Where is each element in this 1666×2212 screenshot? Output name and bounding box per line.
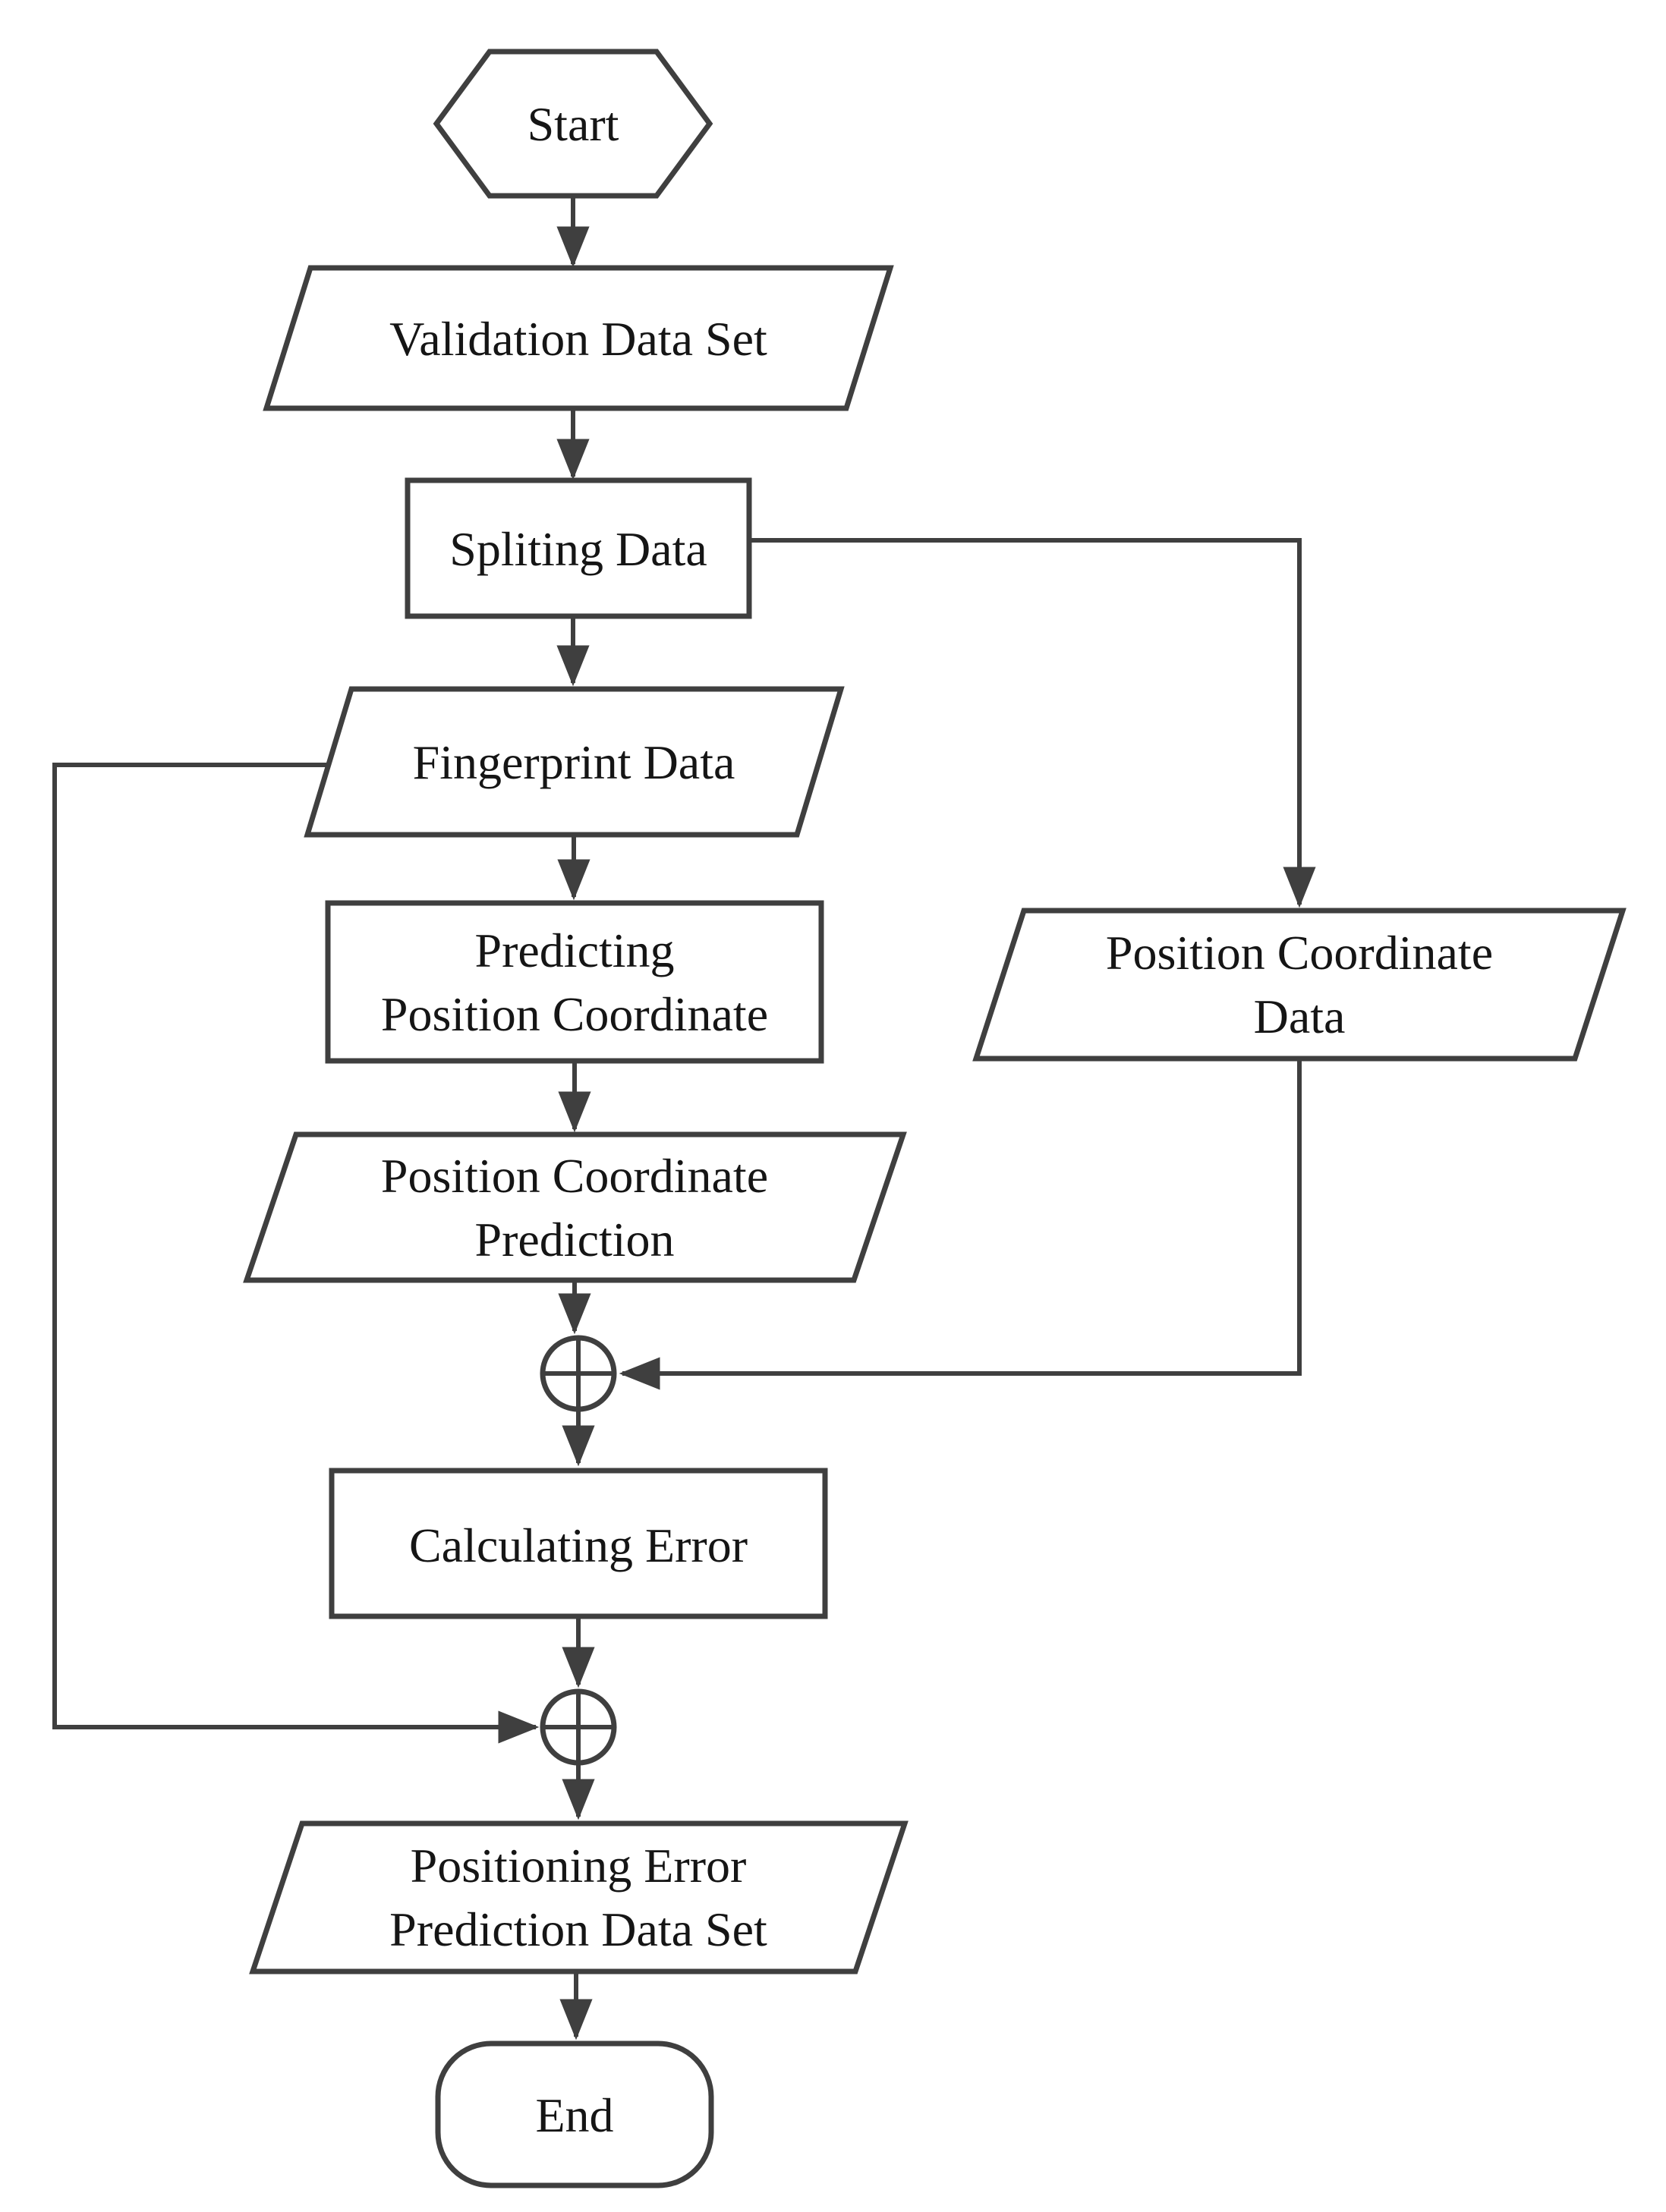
predicting-label-line2: Position Coordinate (381, 987, 768, 1041)
node-start: Start (433, 49, 713, 199)
validation-parallelogram-shape (263, 265, 894, 411)
positioning-error-parallelogram-shape (249, 1820, 909, 1974)
end-terminator-shape (435, 2041, 714, 2188)
node-position-coordinate-prediction: Position Coordinate Prediction (243, 1131, 907, 1283)
start-label: Start (528, 97, 619, 151)
edges (52, 196, 1316, 2041)
edge-spliting-to-position-coordinate-data (749, 538, 1316, 908)
spliting-label: Spliting Data (449, 522, 707, 576)
predicting-rectangle-shape (325, 900, 824, 1064)
edge-position-coordinate-data-to-junction1 (619, 1059, 1302, 1390)
circle-plus-junction-2-icon (540, 1688, 617, 1766)
prediction-parallelogram-shape (243, 1131, 907, 1283)
position-coordinate-data-label-line1: Position Coordinate (1106, 926, 1493, 980)
node-fingerprint-data: Fingerprint Data (304, 686, 845, 838)
validation-label: Validation Data Set (389, 312, 767, 366)
fingerprint-label: Fingerprint Data (413, 735, 735, 789)
prediction-label-line1: Position Coordinate (381, 1149, 768, 1203)
node-positioning-error-prediction-data-set: Positioning Error Prediction Data Set (249, 1820, 909, 1974)
calculating-error-label: Calculating Error (409, 1518, 748, 1572)
circle-plus-junction-1-icon (540, 1335, 617, 1412)
prediction-label-line2: Prediction (474, 1213, 674, 1266)
node-validation-data-set: Validation Data Set (263, 265, 894, 411)
node-position-coordinate-data: Position Coordinate Data (972, 908, 1627, 1062)
node-spliting-data: Spliting Data (405, 477, 752, 619)
end-label: End (535, 2088, 613, 2142)
position-coordinate-data-label-line2: Data (1254, 990, 1346, 1043)
fingerprint-parallelogram-shape (304, 686, 845, 838)
edge-fingerprint-feedback-to-junction2 (52, 763, 540, 1744)
position-coordinate-data-parallelogram-shape (972, 908, 1627, 1062)
node-predicting-position-coordinate: Predicting Position Coordinate (325, 900, 824, 1064)
start-hexagon-shape (433, 49, 713, 199)
predicting-label-line1: Predicting (474, 924, 674, 977)
spliting-rectangle-shape (405, 477, 752, 619)
node-calculating-error: Calculating Error (329, 1468, 828, 1619)
positioning-error-label-line1: Positioning Error (411, 1839, 747, 1893)
node-end: End (435, 2041, 714, 2188)
calculating-error-rectangle-shape (329, 1468, 828, 1619)
positioning-error-label-line2: Prediction Data Set (389, 1902, 767, 1956)
